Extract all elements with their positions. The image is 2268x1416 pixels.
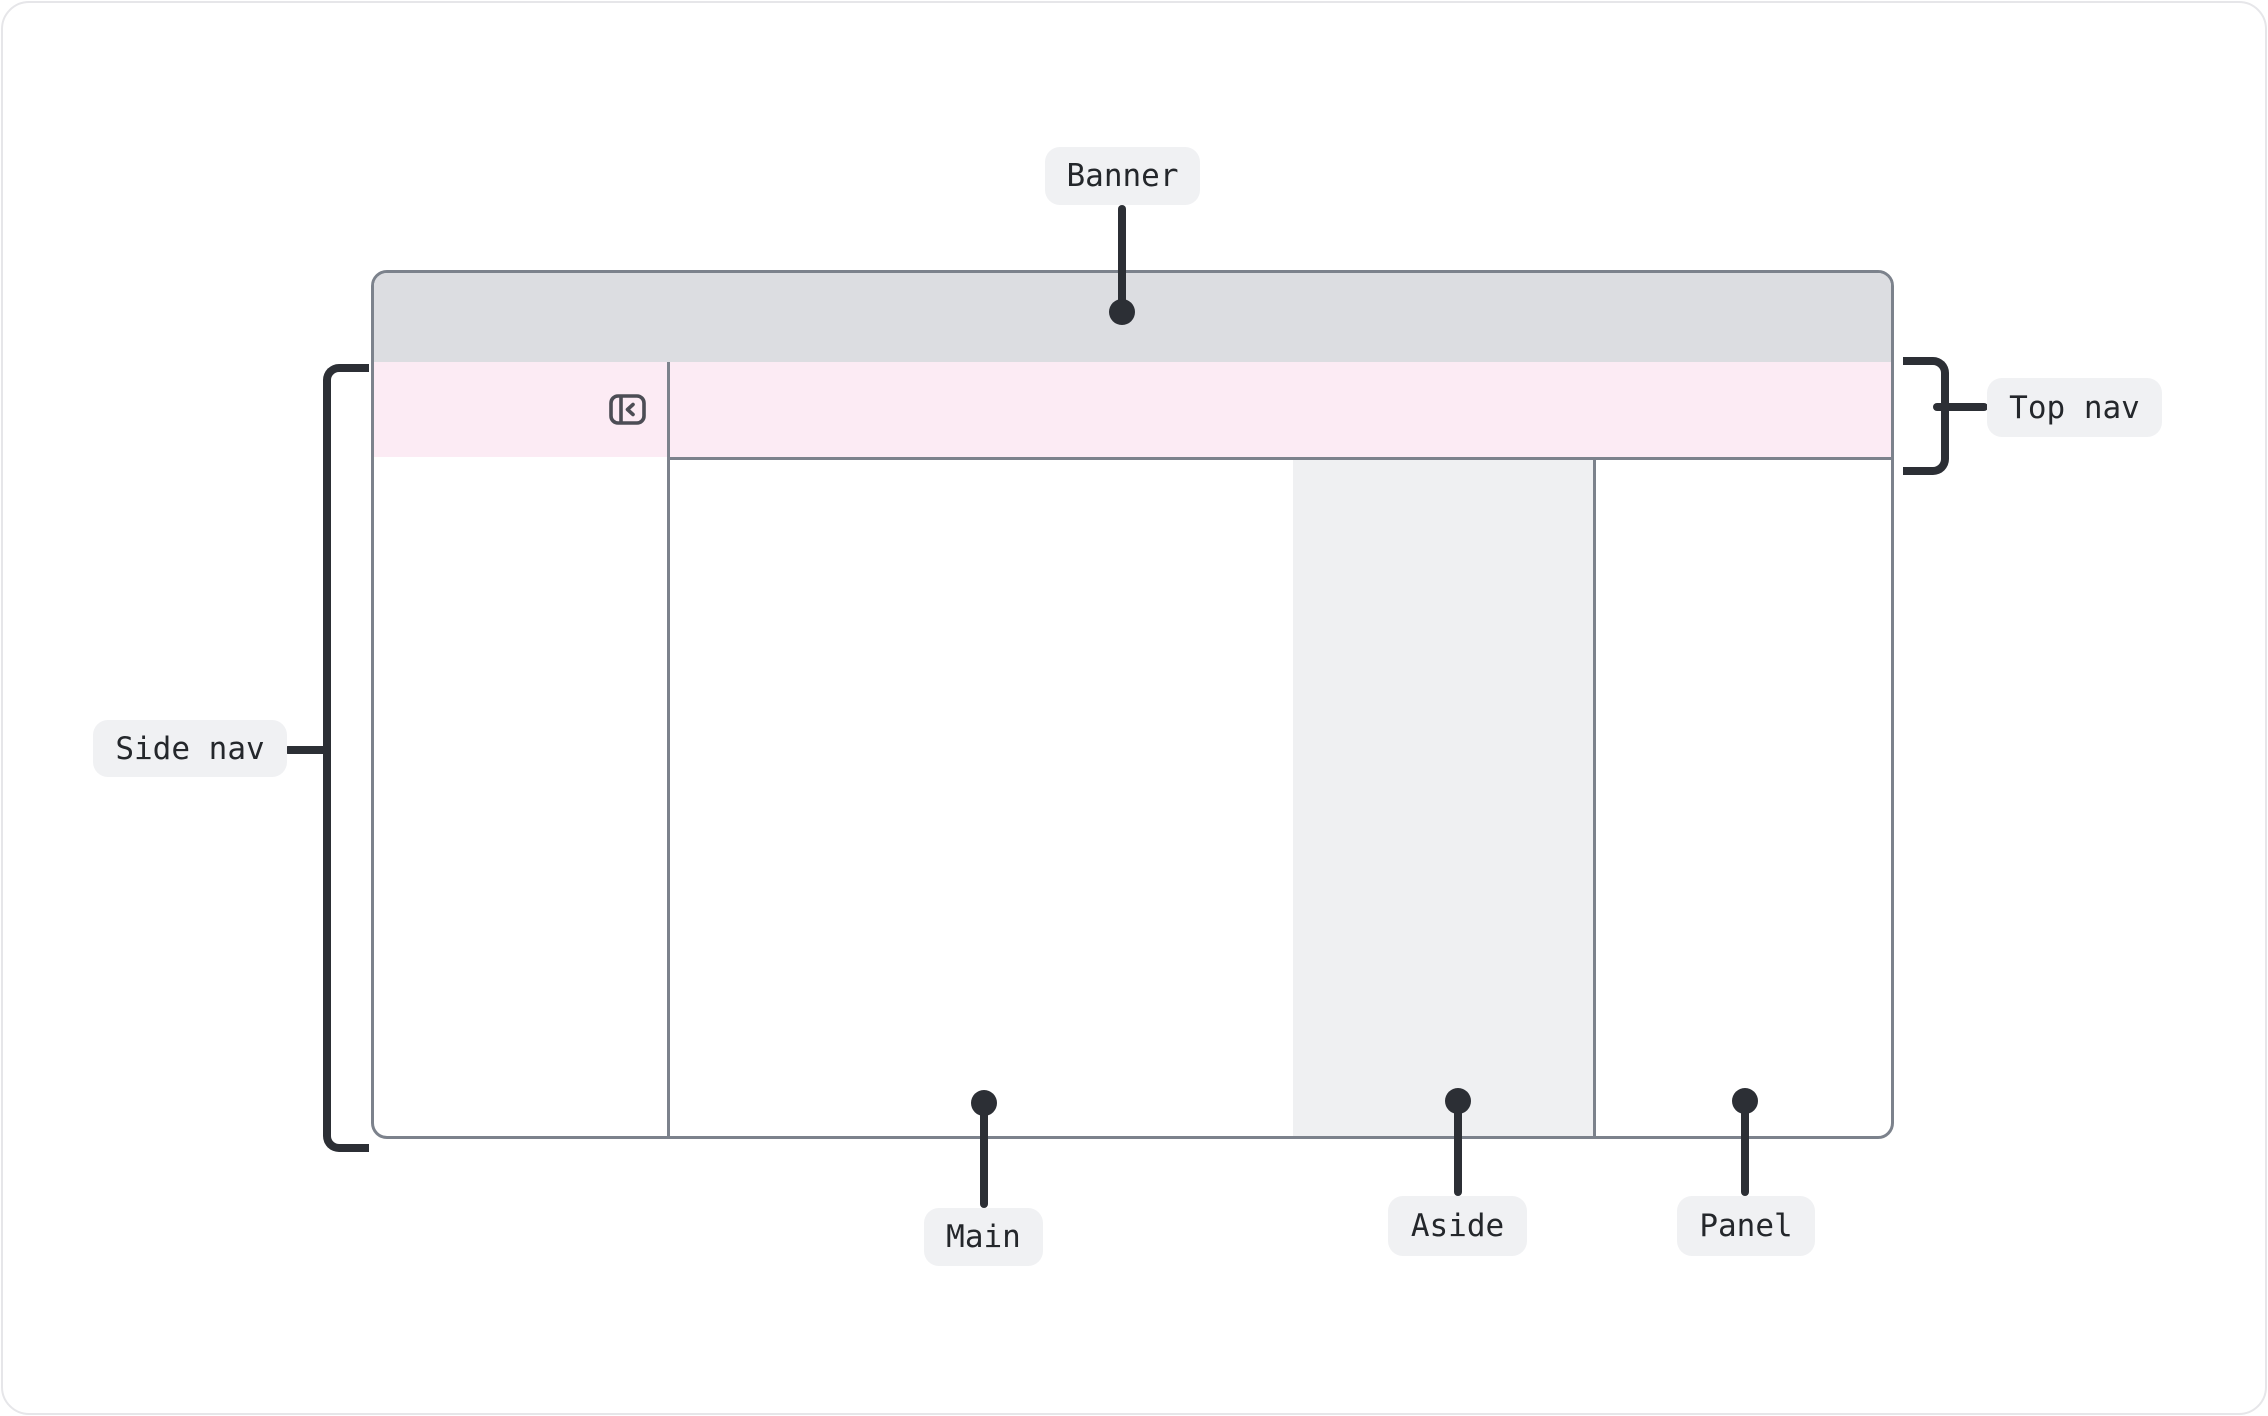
main-region xyxy=(670,460,1293,1136)
aside-label: Aside xyxy=(1388,1196,1527,1256)
aside-label-text: Aside xyxy=(1410,1208,1505,1244)
main-label-text: Main xyxy=(946,1219,1021,1255)
aside-region xyxy=(1293,460,1593,1136)
banner-connector-dot xyxy=(1109,299,1135,325)
main-label: Main xyxy=(924,1208,1043,1266)
app-frame xyxy=(371,270,1894,1139)
side-nav-label-text: Side nav xyxy=(115,730,265,767)
panel-label-text: Panel xyxy=(1699,1208,1793,1244)
banner-label-text: Banner xyxy=(1066,158,1179,194)
top-nav-bracket-stub xyxy=(1933,403,1988,411)
aside-connector-line xyxy=(1454,1101,1462,1196)
aside-connector-dot xyxy=(1445,1088,1471,1114)
sidebar-divider xyxy=(667,362,670,1136)
panel-connector-line xyxy=(1741,1101,1749,1196)
panel-connector-dot xyxy=(1732,1088,1758,1114)
main-connector-dot xyxy=(971,1090,997,1116)
top-nav-bracket xyxy=(1903,357,1949,475)
aside-right-border xyxy=(1593,460,1596,1136)
top-nav-label: Top nav xyxy=(1987,378,2162,437)
banner-label: Banner xyxy=(1045,147,1200,205)
top-nav-bottom-border xyxy=(667,457,1891,460)
panel-label: Panel xyxy=(1677,1196,1815,1256)
side-nav-bracket-stub xyxy=(284,746,331,754)
panel-left-collapse-icon xyxy=(609,394,646,425)
side-nav-label: Side nav xyxy=(93,720,287,777)
main-connector-line xyxy=(980,1103,988,1208)
side-nav-region xyxy=(374,457,667,1136)
banner-connector-line xyxy=(1118,205,1126,312)
side-nav-bracket xyxy=(323,364,369,1152)
top-nav-region xyxy=(374,362,1891,457)
top-nav-label-text: Top nav xyxy=(2009,389,2140,426)
